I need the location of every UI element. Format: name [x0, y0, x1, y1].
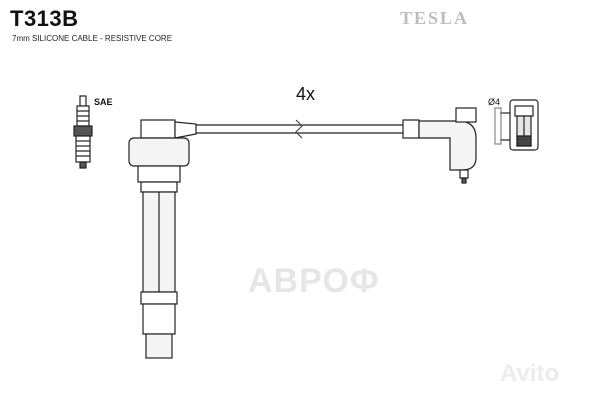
quantity-label: 4x [296, 84, 316, 104]
part-code: T313B [10, 6, 79, 31]
terminal-diameter-label: Ø4 [488, 97, 501, 107]
cable-spec-subtitle: 7mm SILICONE CABLE - RESISTIVE CORE [12, 34, 173, 43]
brand-logo: TESLA [400, 8, 470, 28]
spark-plug-boot [128, 119, 197, 359]
sae-label: SAE [94, 97, 113, 107]
avito-watermark: Avito [500, 360, 560, 387]
cable [196, 119, 403, 139]
coil-side-boot [402, 107, 477, 184]
terminal-connector-icon [494, 99, 539, 151]
watermark: АВРОФ [248, 262, 380, 300]
spark-plug-icon [73, 95, 93, 169]
